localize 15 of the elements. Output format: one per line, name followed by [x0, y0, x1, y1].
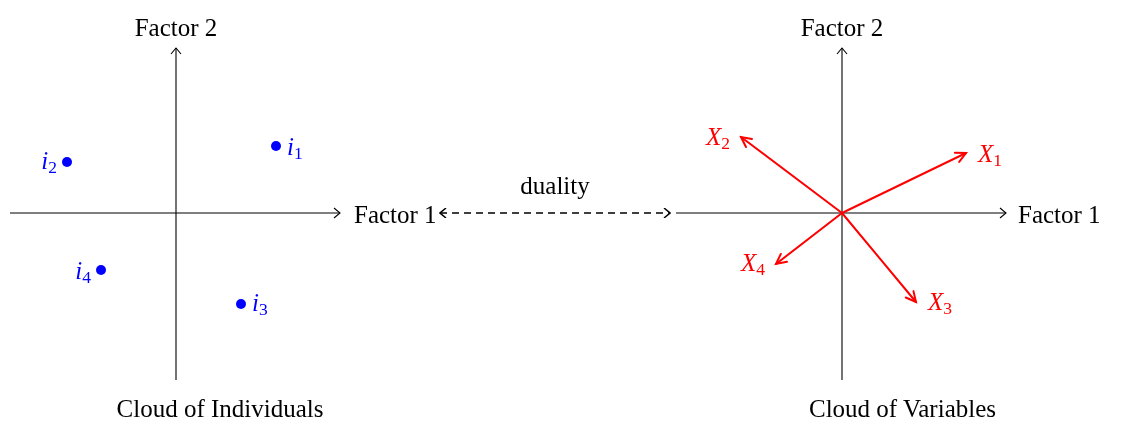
- axis-label: Factor 2: [800, 14, 884, 40]
- dashed-arrow: [439, 207, 671, 219]
- point-label: X$_{1}$: [978, 140, 1003, 170]
- point-label: X$_{4}$: [740, 249, 765, 279]
- point-label: i$_{1}$: [287, 133, 303, 163]
- point-label: i$_{4}$: [75, 257, 91, 287]
- panel-title: Cloud of Individuals: [115, 395, 325, 423]
- panel-title: Cloud of Variables: [808, 395, 997, 423]
- point-label: X$_{3}$: [928, 288, 953, 318]
- axis-label: Factor 1: [354, 201, 437, 227]
- axis-label: Factor 1: [1018, 201, 1101, 227]
- point-label: X$_{2}$: [705, 123, 730, 153]
- point-label: i$_{2}$: [41, 147, 57, 177]
- axis-label: Factor 2: [134, 14, 218, 40]
- point-label: i$_{3}$: [252, 289, 268, 319]
